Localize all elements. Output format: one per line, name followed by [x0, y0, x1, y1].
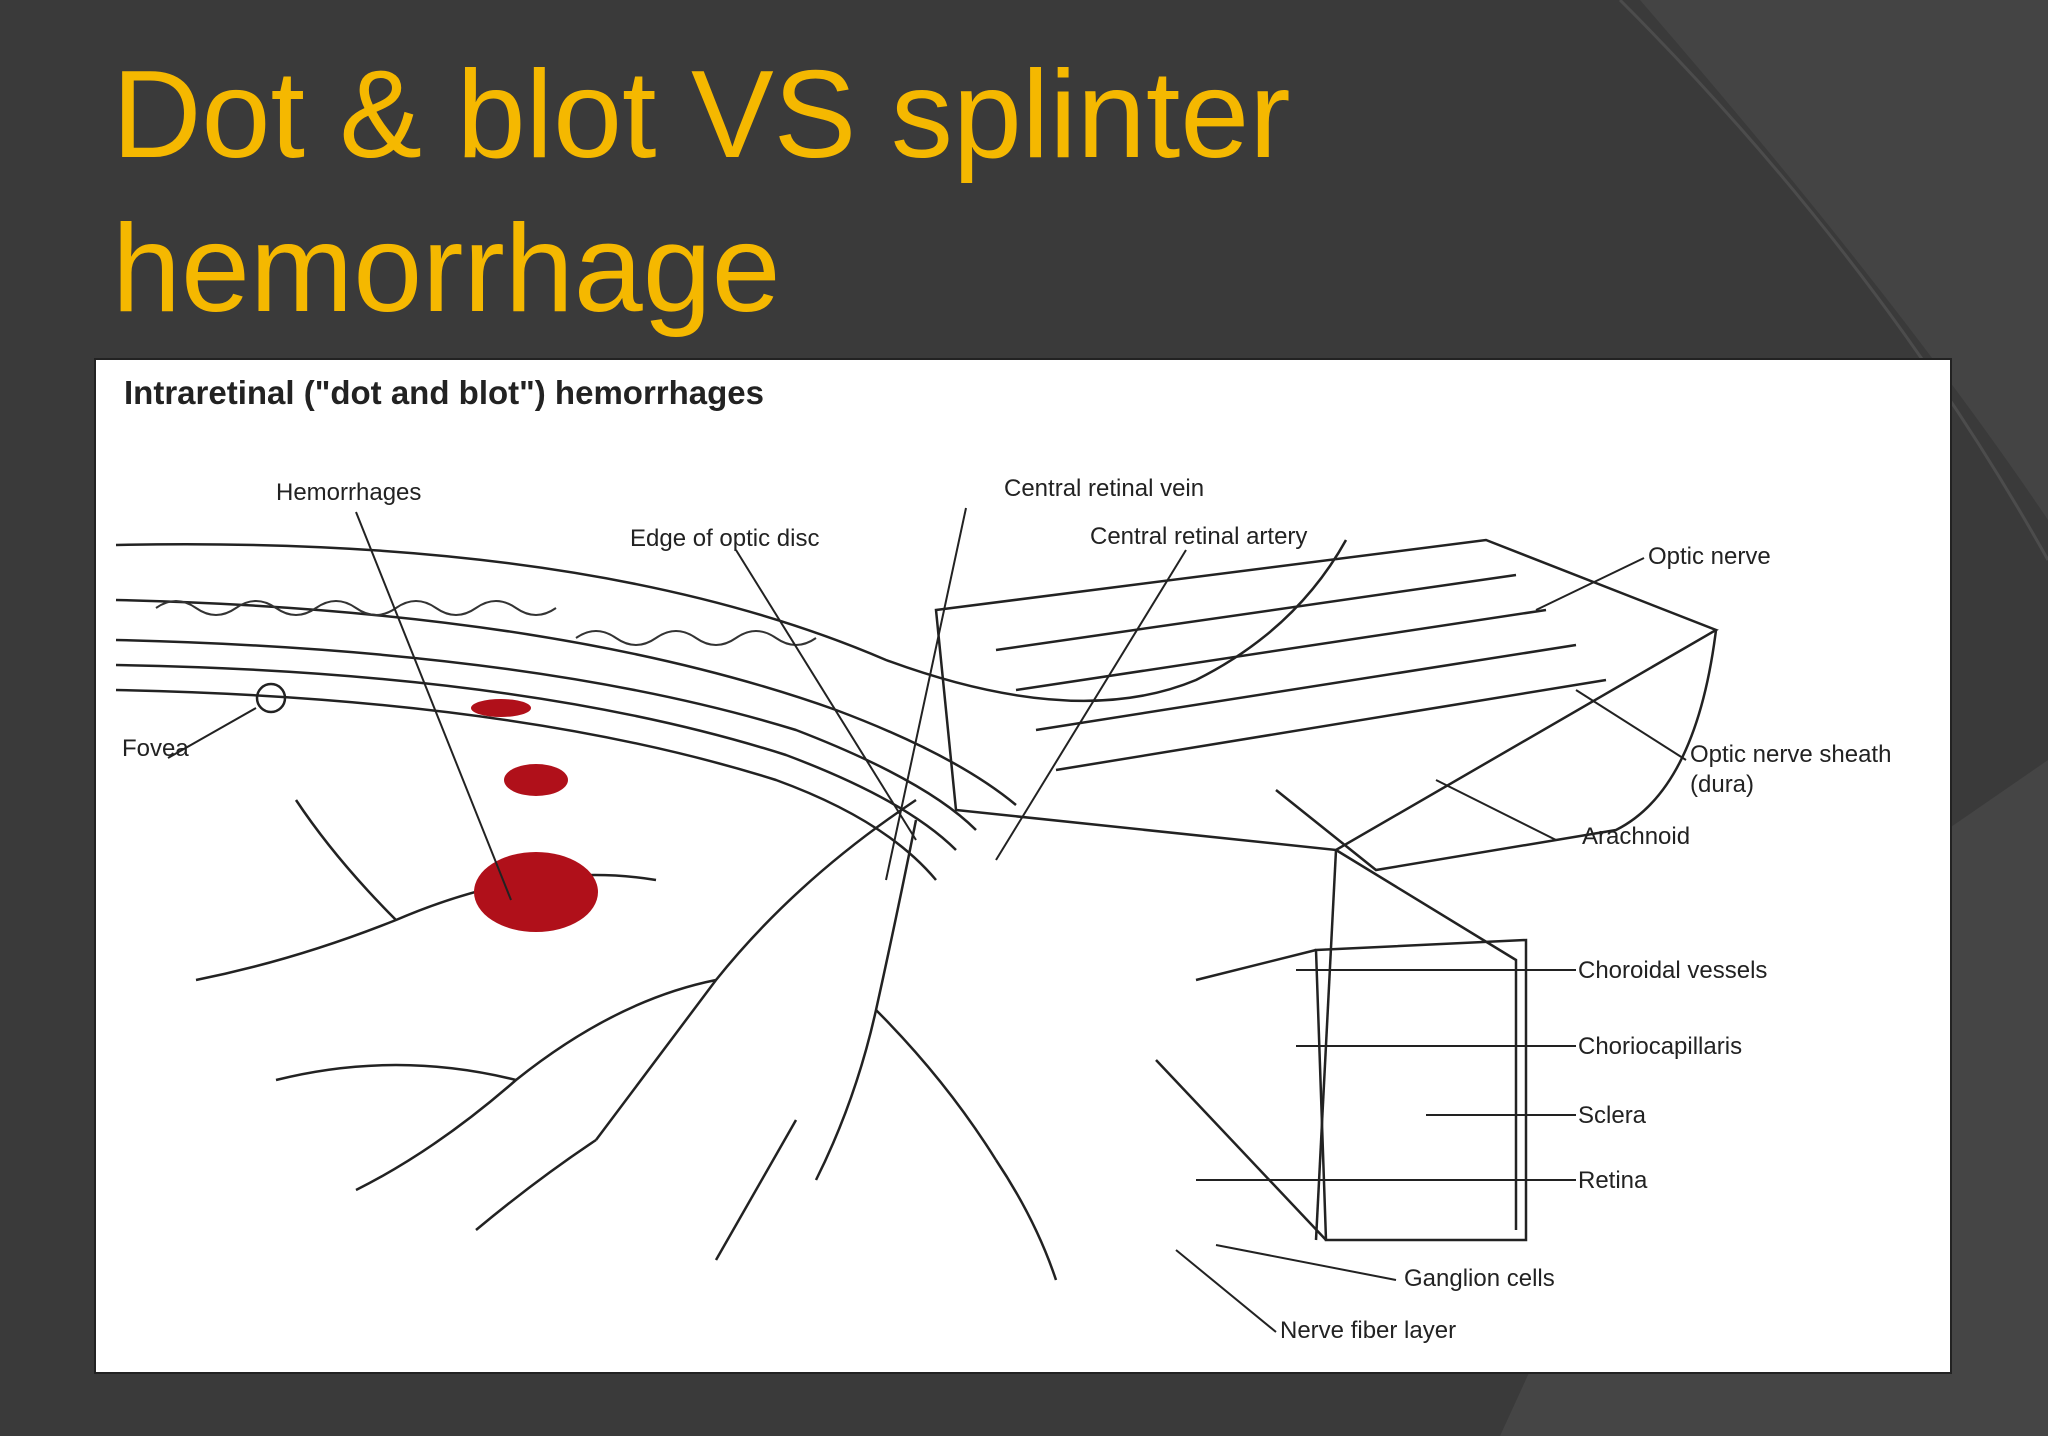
retina-layers: [115, 539, 1348, 881]
choroid-band: [155, 600, 817, 646]
fovea-pit: [255, 682, 287, 714]
label-optic-nerve: Optic nerve: [1648, 543, 1771, 570]
label-arachnoid: Arachnoid: [1582, 823, 1690, 850]
slide-title: Dot & blot VS splinter hemorrhage: [112, 38, 1812, 346]
figure-heading: Intraretinal ("dot and blot") hemorrhage…: [124, 374, 765, 411]
label-retina: Retina: [1578, 1167, 1648, 1194]
optic-nerve-bundle: [934, 538, 1719, 1241]
label-choriocapillaris: Choriocapillaris: [1578, 1033, 1742, 1060]
hemorrhage-marks: [471, 699, 598, 932]
label-nerve-fiber-layer: Nerve fiber layer: [1280, 1317, 1456, 1344]
eye-cross-section-diagram: Hemorrhages Edge of optic disc Central r…: [115, 475, 1891, 1344]
label-central-retinal-vein: Central retinal vein: [1004, 475, 1204, 502]
hemorrhage-medium: [504, 764, 568, 796]
anatomy-figure: Hemorrhages Edge of optic disc Central r…: [94, 358, 1952, 1374]
label-sclera: Sclera: [1578, 1102, 1647, 1129]
leader-lines: [167, 507, 1687, 1333]
slide-title-line-1: Dot & blot VS splinter: [112, 46, 1291, 184]
hemorrhage-large: [474, 852, 598, 932]
label-ganglion-cells: Ganglion cells: [1404, 1265, 1555, 1292]
label-optic-nerve-sheath: Optic nerve sheath: [1690, 741, 1891, 768]
label-fovea: Fovea: [122, 735, 189, 762]
sclera-block: [1155, 938, 1528, 1242]
label-dura: (dura): [1690, 771, 1754, 798]
hemorrhage-small: [471, 699, 531, 717]
label-central-retinal-artery: Central retinal artery: [1090, 523, 1307, 550]
label-choroidal-vessels: Choroidal vessels: [1578, 957, 1767, 984]
retinal-vessels: [195, 798, 1058, 1281]
label-hemorrhages: Hemorrhages: [276, 479, 421, 506]
label-edge-of-optic-disc: Edge of optic disc: [630, 525, 819, 552]
slide-title-line-2: hemorrhage: [112, 200, 781, 338]
